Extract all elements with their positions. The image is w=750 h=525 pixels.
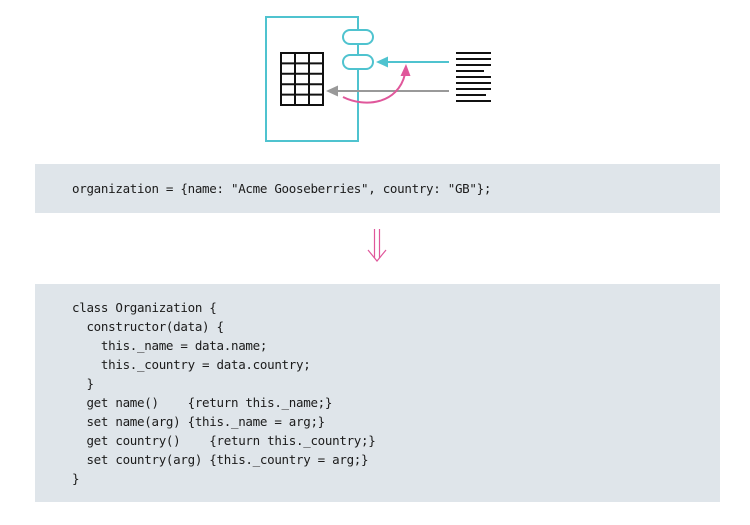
code-after-panel: class Organization { constructor(data) {… — [35, 284, 720, 502]
data-lines-icon — [456, 52, 491, 102]
incoming-arrow — [376, 56, 449, 68]
code-line: } — [72, 376, 94, 391]
curved-arrow — [342, 64, 411, 104]
code-line: constructor(data) { — [72, 319, 224, 334]
encapsulation-diagram — [265, 16, 491, 142]
code-line: get country() {return this._country;} — [72, 433, 376, 448]
code-line: set country(arg) {this._country = arg;} — [72, 452, 369, 467]
code-line: get name() {return this._name;} — [72, 395, 333, 410]
object-container — [265, 16, 359, 142]
code-before-text: organization = {name: "Acme Gooseberries… — [72, 181, 492, 196]
code-line: } — [72, 471, 80, 486]
code-before-panel: organization = {name: "Acme Gooseberries… — [35, 164, 720, 213]
code-line: this._name = data.name; — [72, 338, 268, 353]
outgoing-arrow — [326, 85, 449, 97]
table-icon — [280, 52, 324, 106]
field-oval-icon — [342, 29, 374, 45]
code-line: class Organization { — [72, 300, 217, 315]
field-oval-icon — [342, 54, 374, 70]
transform-arrow-icon — [367, 229, 387, 262]
code-line: set name(arg) {this._name = arg;} — [72, 414, 325, 429]
code-line: this._country = data.country; — [72, 357, 311, 372]
